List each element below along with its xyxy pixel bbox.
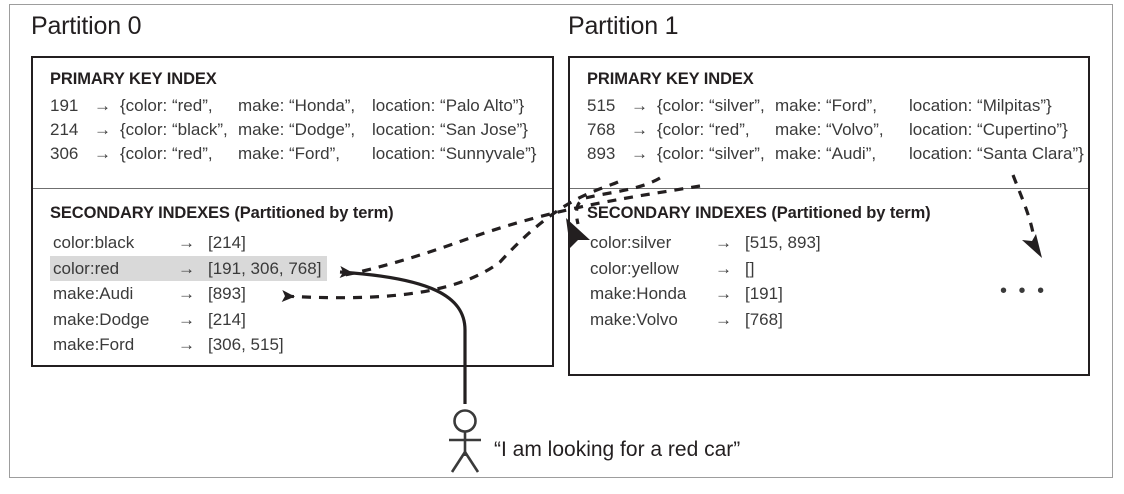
partition-0-secondary-index-rows: color:black → [214] color:red → [191, 30… [50,230,328,358]
pk-key: 768 [587,120,616,139]
arrow-glyph: → [94,144,111,163]
pk-key: 893 [587,144,616,163]
arrow-glyph: → [94,120,111,139]
pk-key: 306 [50,144,79,163]
arrow-glyph: → [178,284,195,303]
sec-term: color:red [53,258,120,278]
pk-color: {color: “silver”, [657,96,765,115]
partition-0-secondary-index-heading: SECONDARY INDEXES (Partitioned by term) [50,204,394,222]
pk-color: {color: “black”, [120,120,228,139]
sec-value: [191] [745,284,783,303]
pk-location: location: “Palo Alto”} [372,96,525,115]
pk-color: {color: “red”, [120,144,213,163]
secondary-index-row: color:black → [214] [50,230,327,256]
arrow-glyph: → [715,284,732,303]
secondary-index-row: make:Ford → [306, 515] [50,332,327,358]
pk-color: {color: “red”, [120,96,213,115]
partition-1-box: PRIMARY KEY INDEX 515 → {color: “silver”… [568,56,1090,376]
sec-term: make:Volvo [590,309,678,329]
sec-value: [] [745,258,755,278]
sec-term: make:Honda [590,284,687,303]
sec-value: [214] [208,233,246,252]
arrow-glyph: → [631,96,648,115]
partition-1-secondary-index-rows: color:silver → [515, 893] color:yellow →… [587,230,827,332]
partition-1-primary-index-heading: PRIMARY KEY INDEX [587,70,754,88]
primary-index-row: 191 → {color: “red”, make: “Honda”, loca… [50,94,536,118]
pk-make: make: “Dodge”, [238,120,356,139]
secondary-index-row-highlighted: color:red → [191, 306, 768] [50,255,328,281]
partition-0-divider [33,188,552,189]
primary-index-row: 893 → {color: “silver”, make: “Audi”, lo… [587,142,1084,166]
figure-border [9,4,1113,478]
sec-term: color:yellow [590,258,679,278]
arrow-glyph: → [715,258,732,278]
pk-location: location: “Cupertino”} [909,120,1068,139]
sec-value: [191, 306, 768] [208,258,322,278]
pk-key: 191 [50,96,79,115]
secondary-index-row: make:Volvo → [768] [587,307,827,333]
pk-location: location: “Santa Clara”} [909,144,1084,163]
secondary-index-row: make:Honda → [191] [587,281,827,307]
pk-key: 515 [587,96,616,115]
pk-key: 214 [50,120,79,139]
sec-term: color:silver [590,233,672,252]
partition-1-divider [570,188,1088,189]
pk-make: make: “Ford”, [775,96,878,115]
primary-index-row: 214 → {color: “black”, make: “Dodge”, lo… [50,118,536,142]
secondary-index-row: make:Dodge → [214] [50,307,327,333]
arrow-glyph: → [631,144,648,163]
secondary-index-row: color:silver → [515, 893] [587,230,827,256]
partition-1-title: Partition 1 [568,12,679,40]
pk-make: make: “Ford”, [238,144,341,163]
partition-1-primary-index-rows: 515 → {color: “silver”, make: “Ford”, lo… [587,94,1084,166]
pk-location: location: “Milpitas”} [909,96,1052,115]
sec-value: [893] [208,284,246,303]
partition-0-primary-index-heading: PRIMARY KEY INDEX [50,70,217,88]
partition-0-box: PRIMARY KEY INDEX 191 → {color: “red”, m… [31,56,554,367]
sec-value: [214] [208,309,246,329]
sec-value: [515, 893] [745,233,821,252]
pk-location: location: “Sunnyvale”} [372,144,537,163]
arrow-glyph: → [178,335,195,354]
secondary-index-row: make:Audi → [893] [50,281,327,307]
sec-term: color:black [53,233,135,252]
partition-0-title: Partition 0 [31,12,142,40]
arrow-glyph: → [631,120,648,139]
more-entries-ellipsis: • • • [1000,280,1048,302]
primary-index-row: 515 → {color: “silver”, make: “Ford”, lo… [587,94,1084,118]
primary-index-row: 768 → {color: “red”, make: “Volvo”, loca… [587,118,1084,142]
pk-location: location: “San Jose”} [372,120,528,139]
pk-make: make: “Honda”, [238,96,356,115]
arrow-glyph: → [715,233,732,252]
user-quote-caption: “I am looking for a red car” [494,438,741,461]
arrow-glyph: → [178,233,195,252]
arrow-glyph: → [178,258,195,278]
pk-make: make: “Volvo”, [775,120,884,139]
sec-term: make:Audi [53,284,134,303]
secondary-index-row: color:yellow → [] [587,256,827,282]
arrow-glyph: → [178,309,195,329]
arrow-glyph: → [94,96,111,115]
primary-index-row: 306 → {color: “red”, make: “Ford”, locat… [50,142,536,166]
partition-0-primary-index-rows: 191 → {color: “red”, make: “Honda”, loca… [50,94,536,166]
sec-term: make:Ford [53,335,135,354]
partition-1-secondary-index-heading: SECONDARY INDEXES (Partitioned by term) [587,204,931,222]
sec-value: [768] [745,309,783,329]
pk-color: {color: “red”, [657,120,750,139]
pk-make: make: “Audi”, [775,144,877,163]
sec-term: make:Dodge [53,309,150,329]
arrow-glyph: → [715,309,732,329]
pk-color: {color: “silver”, [657,144,765,163]
sec-value: [306, 515] [208,335,284,354]
